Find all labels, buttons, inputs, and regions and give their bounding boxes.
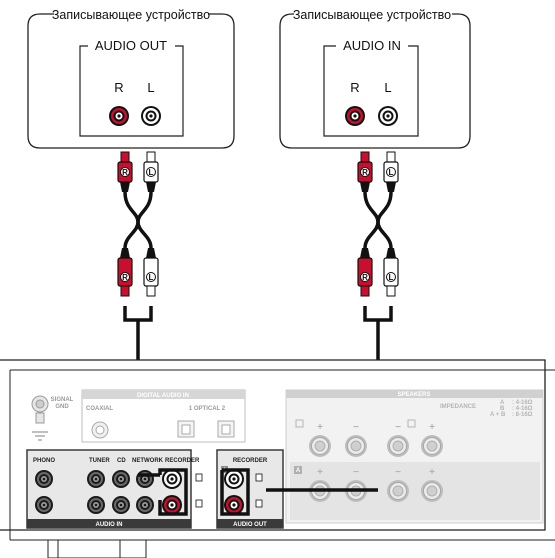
phono-l-jack — [35, 470, 53, 488]
svg-text:: 4-16Ω: : 4-16Ω — [512, 400, 533, 406]
svg-text:R: R — [122, 273, 128, 282]
speakers-section: SPEAKERS IMPEDANCE A B A + B : 4-16Ω : 4… — [285, 389, 544, 524]
right-l-label: L — [384, 80, 391, 95]
left-top-r-plug: R — [117, 151, 133, 192]
left-bottom-r-plug: R — [117, 248, 133, 297]
svg-text:A: A — [500, 400, 505, 406]
svg-text:B: B — [500, 406, 505, 412]
recorder-in-r-jack — [162, 495, 182, 515]
svg-text:GND: GND — [55, 404, 69, 410]
right-recording-device: Записывающее устройство AUDIO IN R L — [279, 8, 471, 149]
svg-text:+: + — [429, 467, 435, 478]
svg-text:R: R — [362, 168, 368, 177]
right-l-jack — [378, 106, 398, 126]
svg-text:−: − — [353, 467, 359, 478]
svg-text:PHONO: PHONO — [33, 458, 55, 464]
svg-text:A: A — [296, 468, 301, 474]
audio-in-section: AUDIO IN PHONO TUNER CD NETWORK RECORDER — [26, 449, 203, 529]
tuner-r-jack — [87, 496, 105, 514]
svg-text:: 4-16Ω: : 4-16Ω — [512, 406, 533, 412]
left-rca-cable: R L R L — [117, 151, 159, 475]
left-recording-device: Записывающее устройство AUDIO OUT R L — [27, 8, 235, 149]
right-r-label: R — [350, 80, 359, 95]
left-top-l-plug: L — [143, 151, 159, 192]
svg-text:DIGITAL AUDIO IN: DIGITAL AUDIO IN — [137, 393, 189, 399]
recorder-out-r-jack — [224, 495, 244, 515]
svg-text:−: − — [395, 467, 401, 478]
tuner-l-jack — [87, 470, 105, 488]
recorder-in-l-jack — [162, 469, 182, 489]
svg-text:NETWORK: NETWORK — [132, 458, 164, 464]
svg-text:: 8-16Ω: : 8-16Ω — [512, 412, 533, 418]
phono-r-jack — [35, 496, 53, 514]
svg-text:−: − — [395, 422, 401, 433]
svg-text:L: L — [389, 168, 394, 177]
svg-text:RECORDER: RECORDER — [165, 458, 200, 464]
right-device-title: Записывающее устройство — [293, 8, 451, 22]
svg-text:SIGNAL: SIGNAL — [51, 397, 74, 403]
svg-text:L: L — [149, 168, 154, 177]
network-r-jack — [136, 496, 154, 514]
svg-text:R: R — [122, 168, 128, 177]
left-bottom-l-plug: L — [143, 248, 159, 297]
left-l-label: L — [147, 80, 154, 95]
left-l-jack — [141, 106, 161, 126]
right-top-l-plug: L — [383, 151, 399, 192]
amplifier-rear-panel: SIGNAL GND DIGITAL AUDIO IN COAXIAL 1 OP… — [0, 359, 555, 558]
svg-text:COAXIAL: COAXIAL — [86, 406, 113, 412]
right-top-r-plug: R — [357, 151, 373, 192]
svg-text:TUNER: TUNER — [89, 458, 110, 464]
right-audio-in-label: AUDIO IN — [343, 38, 401, 53]
svg-text:1 OPTICAL 2: 1 OPTICAL 2 — [189, 406, 226, 412]
right-bottom-l-plug: L — [383, 248, 399, 297]
svg-text:+: + — [317, 422, 323, 433]
svg-text:R: R — [362, 273, 368, 282]
digital-audio-in-section: DIGITAL AUDIO IN COAXIAL 1 OPTICAL 2 — [81, 389, 246, 443]
svg-text:L: L — [389, 273, 394, 282]
svg-text:IMPEDANCE: IMPEDANCE — [440, 404, 476, 410]
network-l-jack — [136, 470, 154, 488]
left-device-title: Записывающее устройство — [52, 8, 210, 22]
svg-text:+: + — [429, 422, 435, 433]
svg-text:RECORDER: RECORDER — [233, 458, 268, 464]
audio-out-label: AUDIO OUT — [233, 522, 267, 528]
svg-text:CD: CD — [117, 458, 126, 464]
right-bottom-r-plug: R — [357, 248, 373, 297]
svg-text:−: − — [353, 422, 359, 433]
svg-text:L: L — [149, 273, 154, 282]
svg-text:SPEAKERS: SPEAKERS — [397, 392, 430, 398]
left-r-jack — [109, 106, 129, 126]
audio-in-label: AUDIO IN — [96, 522, 123, 528]
left-audio-out-label: AUDIO OUT — [95, 38, 167, 53]
recorder-out-l-jack — [224, 469, 244, 489]
svg-text:+: + — [317, 467, 323, 478]
left-r-label: R — [114, 80, 123, 95]
cd-r-jack — [112, 496, 130, 514]
cd-l-jack — [112, 470, 130, 488]
svg-text:A + B: A + B — [490, 412, 506, 418]
signal-gnd-terminal: SIGNAL GND — [31, 395, 74, 441]
right-r-jack — [345, 106, 365, 126]
